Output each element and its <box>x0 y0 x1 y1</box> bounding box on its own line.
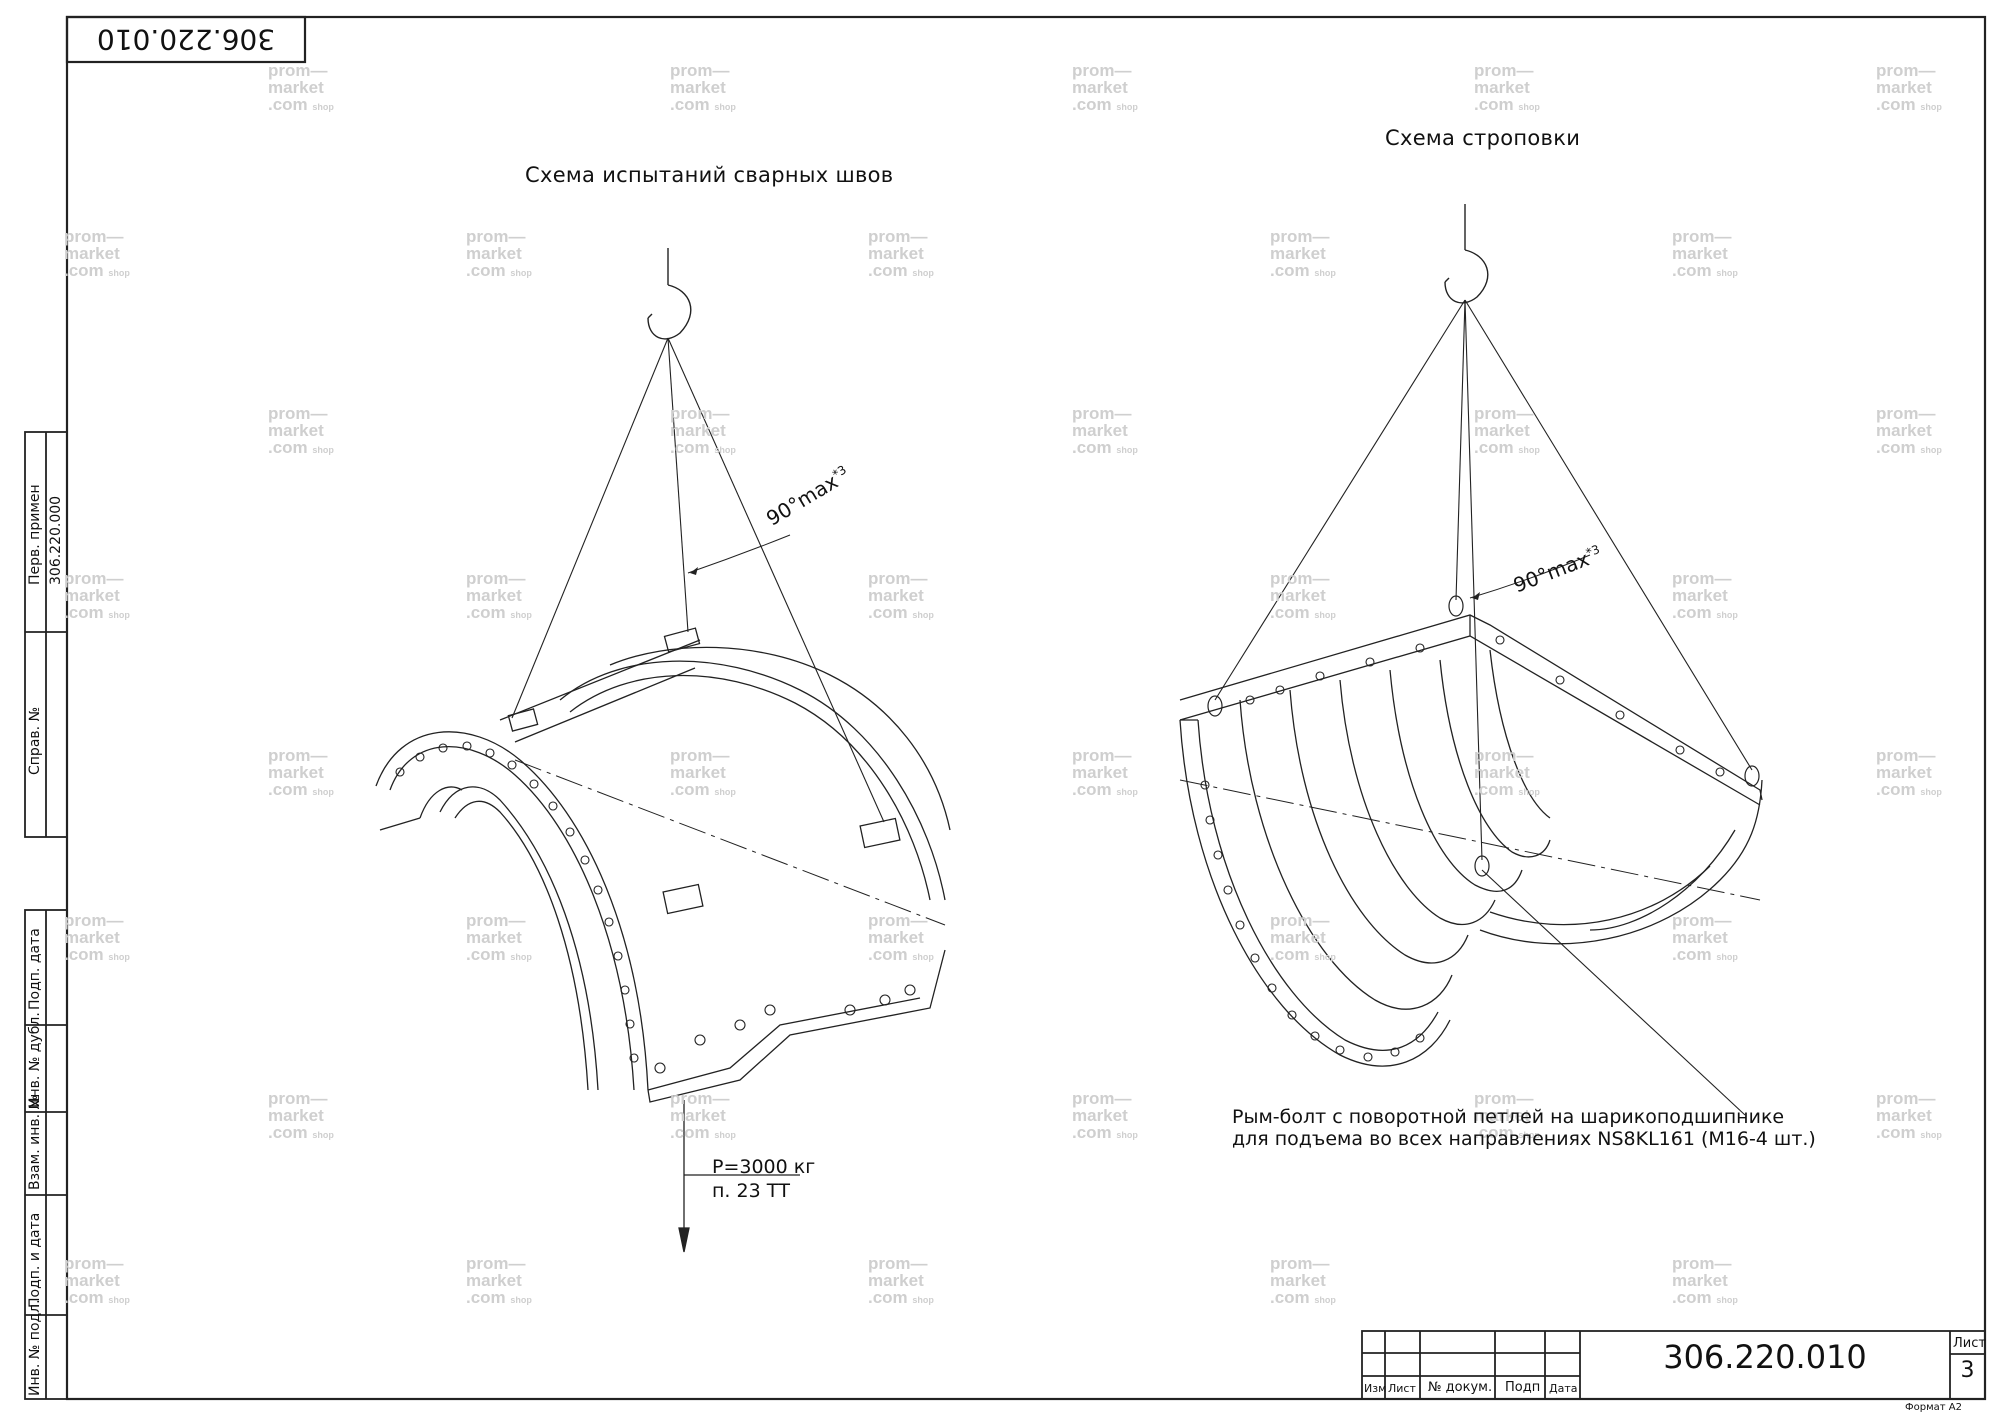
format-label: Формат А2 <box>1905 1402 1962 1413</box>
watermark-logo: prom—market.com shop <box>466 569 532 622</box>
watermark-logo: prom—market.com shop <box>1474 746 1540 799</box>
watermark-logo: prom—market.com shop <box>670 1089 736 1142</box>
col-data: Дата <box>1549 1382 1578 1395</box>
top-stamp-number: 306.220.010 <box>96 23 276 56</box>
watermark-logo: prom—market.com shop <box>1072 61 1138 114</box>
watermark-logo: prom—market.com shop <box>1474 1089 1540 1142</box>
watermark-logo: prom—market.com shop <box>670 61 736 114</box>
watermark-logo: prom—market.com shop <box>64 911 130 964</box>
watermark-logo: prom—market.com shop <box>1672 1254 1738 1307</box>
watermark-logo: prom—market.com shop <box>1270 911 1336 964</box>
watermark-logo: prom—market.com shop <box>466 911 532 964</box>
side-podp-i-data: Подп. и дата <box>27 1212 43 1308</box>
watermark-logo: prom—market.com shop <box>1474 404 1540 457</box>
col-dokum: № докум. <box>1428 1380 1493 1395</box>
watermark-logo: prom—market.com shop <box>1876 404 1942 457</box>
watermark-logo: prom—market.com shop <box>1270 569 1336 622</box>
watermark-logo: prom—market.com shop <box>466 1254 532 1307</box>
side-strip <box>24 431 68 1400</box>
load-arrow <box>678 1100 800 1253</box>
eyebolts <box>1207 595 1760 877</box>
watermark-logo: prom—market.com shop <box>1876 61 1942 114</box>
top-stamp-box <box>65 15 307 64</box>
side-perv-primen: Перв. примен <box>27 484 43 585</box>
left-part <box>375 627 951 1103</box>
watermark-logo: prom—market.com shop <box>1474 61 1540 114</box>
watermark-logo: prom—market.com shop <box>1072 404 1138 457</box>
watermark-logo: prom—market.com shop <box>268 404 334 457</box>
watermark-logo: prom—market.com shop <box>868 911 934 964</box>
watermark-logo: prom—market.com shop <box>466 227 532 280</box>
watermark-logo: prom—market.com shop <box>268 746 334 799</box>
col-podp: Подп <box>1505 1380 1541 1395</box>
watermark-logo: prom—market.com shop <box>868 569 934 622</box>
sheet-label: Лист <box>1953 1336 1986 1351</box>
watermark-logo: prom—market.com shop <box>868 227 934 280</box>
watermark-logo: prom—market.com shop <box>1072 1089 1138 1142</box>
right-slings <box>1214 299 1753 861</box>
sheet-value: 3 <box>1960 1358 1975 1383</box>
watermark-logo: prom—market.com shop <box>268 61 334 114</box>
top-stamp: 306.220.010 <box>67 17 305 62</box>
col-list: Лист <box>1388 1382 1416 1395</box>
title-block <box>1361 1330 1986 1400</box>
doc-number: 306.220.010 <box>1663 1338 1867 1376</box>
side-inv-dubl: Инв. № дубл. <box>27 1012 43 1108</box>
right-scheme-title: Схема строповки <box>1385 126 1581 150</box>
eyebolt-leader <box>1481 869 1746 1116</box>
watermark-logo: prom—market.com shop <box>1876 746 1942 799</box>
right-angle-arc <box>1469 554 1591 599</box>
watermark-logo: prom—market.com shop <box>868 1254 934 1307</box>
watermark-logo: prom—market.com shop <box>1270 227 1336 280</box>
watermark-logo: prom—market.com shop <box>1672 227 1738 280</box>
watermark-logo: prom—market.com shop <box>1072 746 1138 799</box>
side-inv-podl: Инв. № подл. <box>27 1299 43 1396</box>
watermark-logo: prom—market.com shop <box>670 746 736 799</box>
left-hook <box>647 248 692 340</box>
load-reference: п. 23 ТТ <box>712 1180 790 1202</box>
watermark-logo: prom—market.com shop <box>1270 1254 1336 1307</box>
right-part <box>1179 595 1763 1067</box>
sheet-frame <box>65 15 1987 1401</box>
watermark-logo: prom—market.com shop <box>64 1254 130 1307</box>
watermark-logo: prom—market.com shop <box>670 404 736 457</box>
watermark-logo: prom—market.com shop <box>1876 1089 1942 1142</box>
watermark-logo: prom—market.com shop <box>268 1089 334 1142</box>
eyebolt-note: Рым-болт с поворотной петлей на шарикопо… <box>1232 1106 1816 1150</box>
eyebolt-note-line2: для подъема во всех направлениях NS8KL16… <box>1232 1128 1816 1150</box>
watermark-logo: prom—market.com shop <box>64 227 130 280</box>
side-sprav: Справ. № <box>27 706 43 775</box>
watermark-logo: prom—market.com shop <box>1672 569 1738 622</box>
side-vzam-inv: Взам. инв. № <box>27 1094 43 1190</box>
side-podp-data: Подп. дата <box>27 928 43 1010</box>
eyebolt-note-line1: Рым-болт с поворотной петлей на шарикопо… <box>1232 1106 1785 1128</box>
left-angle-arc <box>687 534 791 574</box>
left-scheme-title: Схема испытаний сварных швов <box>525 163 894 187</box>
side-perv-value: 306.220.000 <box>48 495 64 585</box>
load-value: Р=3000 кг <box>712 1156 816 1178</box>
watermark-logo: prom—market.com shop <box>64 569 130 622</box>
watermark-logo: prom—market.com shop <box>1672 911 1738 964</box>
load-note: Р=3000 кг п. 23 ТТ <box>712 1155 815 1203</box>
right-hook <box>1444 204 1489 304</box>
col-izm: Изм <box>1364 1382 1387 1395</box>
